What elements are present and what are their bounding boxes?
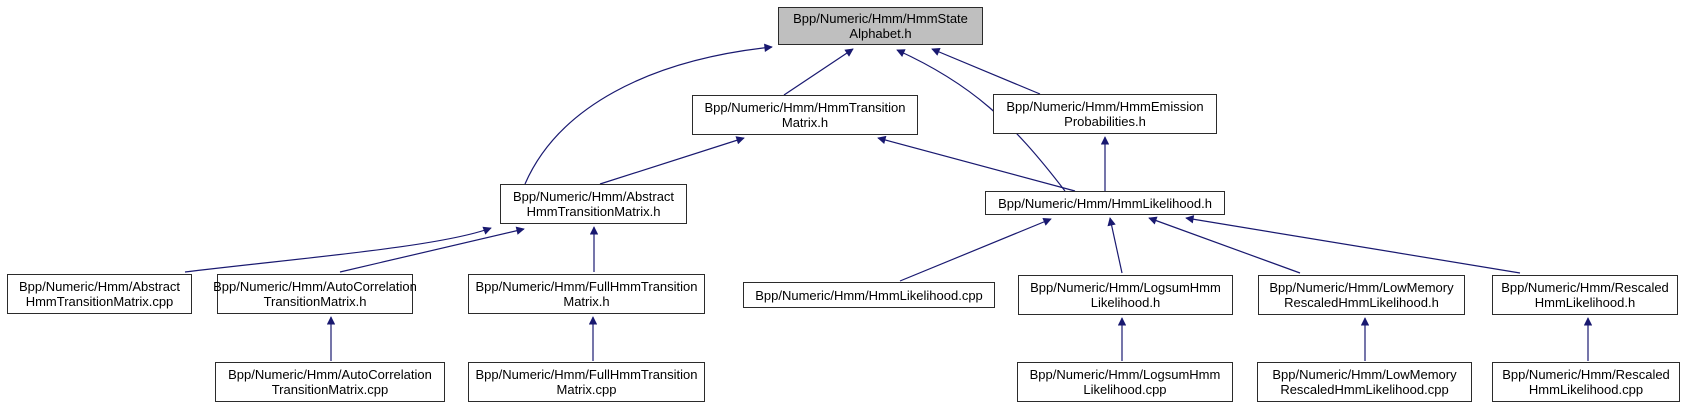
edge-logsum-hmm-likelihood-h-to-hmm-likelihood-h: [1107, 217, 1123, 274]
node-rescaled-hmm-likelihood-h[interactable]: Bpp/Numeric/Hmm/Rescaled HmmLikelihood.h: [1492, 275, 1678, 315]
node-hmm-emission-probabilities-h[interactable]: Bpp/Numeric/Hmm/HmmEmission Probabilitie…: [993, 94, 1217, 134]
node-full-hmm-transition-matrix-h[interactable]: Bpp/Numeric/Hmm/FullHmmTransition Matrix…: [468, 274, 705, 314]
node-auto-correlation-transition-matrix-h[interactable]: Bpp/Numeric/Hmm/AutoCorrelation Transiti…: [213, 274, 417, 314]
node-rescaled-hmm-likelihood-cpp[interactable]: Bpp/Numeric/Hmm/Rescaled HmmLikelihood.c…: [1492, 362, 1680, 402]
node-low-memory-rescaled-hmm-likelihood-cpp[interactable]: Bpp/Numeric/Hmm/LowMemory RescaledHmmLik…: [1257, 362, 1472, 402]
node-low-memory-rescaled-hmm-likelihood-h[interactable]: Bpp/Numeric/Hmm/LowMemory RescaledHmmLik…: [1258, 275, 1465, 315]
edge-rescaled-hmm-likelihood-h-to-hmm-likelihood-h: [1185, 215, 1521, 274]
node-full-hmm-transition-matrix-cpp[interactable]: Bpp/Numeric/Hmm/FullHmmTransition Matrix…: [468, 362, 705, 402]
node-hmm-likelihood-cpp[interactable]: Bpp/Numeric/Hmm/HmmLikelihood.cpp: [743, 282, 995, 308]
edge-low-memory-rescaled-hmm-likelihood-h-to-hmm-likelihood-h: [1148, 216, 1301, 274]
node-logsum-hmm-likelihood-cpp[interactable]: Bpp/Numeric/Hmm/LogsumHmm Likelihood.cpp: [1017, 362, 1233, 402]
node-abstract-hmm-transition-matrix-h[interactable]: Bpp/Numeric/Hmm/Abstract HmmTransitionMa…: [500, 184, 687, 224]
edge-abstract-hmm-transition-matrix-cpp-to-abstract-hmm-transition-matrix-h: [184, 226, 492, 273]
node-hmm-state-alphabet-h[interactable]: Bpp/Numeric/Hmm/HmmState Alphabet.h: [778, 7, 983, 45]
edge-hmm-emission-probabilities-h-to-hmm-state-alphabet-h: [931, 48, 1041, 95]
node-abstract-hmm-transition-matrix-cpp[interactable]: Bpp/Numeric/Hmm/Abstract HmmTransitionMa…: [7, 274, 192, 314]
edge-auto-correlation-transition-matrix-h-to-abstract-hmm-transition-matrix-h: [339, 226, 525, 273]
edge-abstract-hmm-transition-matrix-h-to-hmm-transition-matrix-h: [599, 136, 745, 185]
node-hmm-transition-matrix-h[interactable]: Bpp/Numeric/Hmm/HmmTransition Matrix.h: [692, 95, 918, 135]
edge-hmm-likelihood-cpp-to-hmm-likelihood-h: [899, 217, 1052, 282]
edge-hmm-likelihood-h-to-hmm-transition-matrix-h: [877, 135, 1076, 192]
node-logsum-hmm-likelihood-h[interactable]: Bpp/Numeric/Hmm/LogsumHmm Likelihood.h: [1018, 275, 1233, 315]
node-hmm-likelihood-h[interactable]: Bpp/Numeric/Hmm/HmmLikelihood.h: [985, 191, 1225, 215]
node-auto-correlation-transition-matrix-cpp[interactable]: Bpp/Numeric/Hmm/AutoCorrelation Transiti…: [215, 362, 445, 402]
edge-hmm-transition-matrix-h-to-hmm-state-alphabet-h: [783, 48, 854, 96]
